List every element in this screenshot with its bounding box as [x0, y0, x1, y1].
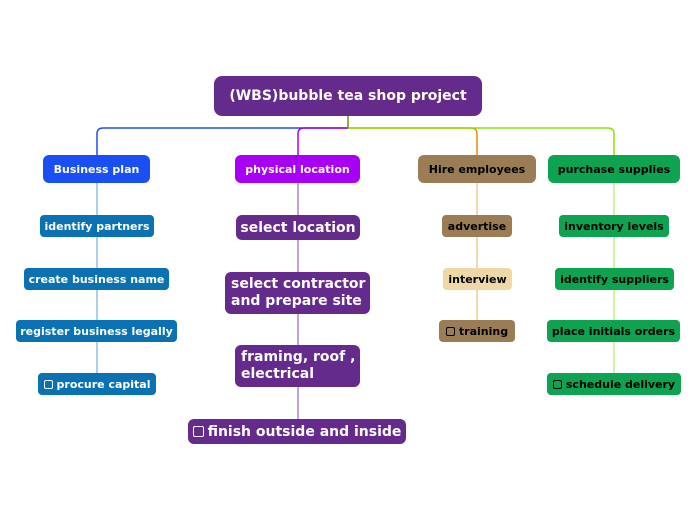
subtopic-schedule-delivery[interactable]: schedule delivery — [547, 373, 681, 395]
subtopic-identify-partners[interactable]: identify partners — [40, 215, 154, 237]
root-topic-label: (WBS)bubble tea shop project — [229, 88, 467, 104]
topic-purchase-supplies[interactable]: purchase supplies — [548, 155, 680, 183]
root-topic[interactable]: (WBS)bubble tea shop project — [214, 76, 482, 116]
topic-business-plan-label: Business plan — [53, 162, 140, 176]
checkbox-icon[interactable] — [445, 326, 455, 336]
subtopic-label: identify suppliers — [560, 272, 669, 286]
subtopic-label: finish outside and inside — [207, 423, 402, 440]
subtopic-procure-capital[interactable]: procure capital — [38, 373, 156, 395]
subtopic-register-business[interactable]: register business legally — [16, 320, 177, 342]
subtopic-label: select contractor and prepare site — [231, 276, 366, 309]
topic-physical-location[interactable]: physical location — [235, 155, 360, 183]
topic-hire-employees[interactable]: Hire employees — [418, 155, 536, 183]
subtopic-label: inventory levels — [564, 219, 664, 233]
subtopic-finish-outside[interactable]: finish outside and inside — [188, 419, 406, 444]
subtopic-label: procure capital — [56, 377, 151, 391]
checkbox-icon[interactable] — [43, 379, 53, 389]
subtopic-label: place initials orders — [551, 324, 676, 338]
subtopic-training[interactable]: training — [439, 320, 515, 342]
subtopic-label: schedule delivery — [565, 377, 676, 391]
subtopic-identify-suppliers[interactable]: identify suppliers — [555, 268, 674, 290]
subtopic-label: select location — [240, 219, 356, 236]
subtopic-label: identify partners — [44, 219, 150, 233]
subtopic-label: advertise — [447, 219, 507, 233]
subtopic-label: create business name — [28, 272, 165, 286]
topic-physical-location-label: physical location — [245, 162, 350, 176]
subtopic-interview[interactable]: interview — [443, 268, 512, 290]
subtopic-inventory-levels[interactable]: inventory levels — [559, 215, 669, 237]
topic-business-plan[interactable]: Business plan — [43, 155, 150, 183]
subtopic-create-business-name[interactable]: create business name — [24, 268, 169, 290]
subtopic-label: training — [458, 324, 509, 338]
subtopic-select-location[interactable]: select location — [236, 215, 360, 240]
subtopic-select-contractor[interactable]: select contractor and prepare site — [225, 272, 370, 314]
topic-hire-employees-label: Hire employees — [428, 162, 526, 176]
checkbox-icon[interactable] — [552, 379, 562, 389]
subtopic-label: interview — [448, 272, 507, 286]
subtopic-label: framing, roof , electrical — [241, 349, 356, 382]
subtopic-framing-roof[interactable]: framing, roof , electrical — [235, 345, 360, 387]
subtopic-place-orders[interactable]: place initials orders — [547, 320, 680, 342]
subtopic-label: register business legally — [20, 324, 173, 338]
topic-purchase-supplies-label: purchase supplies — [557, 162, 671, 176]
checkbox-icon[interactable] — [192, 426, 204, 437]
subtopic-advertise[interactable]: advertise — [442, 215, 512, 237]
